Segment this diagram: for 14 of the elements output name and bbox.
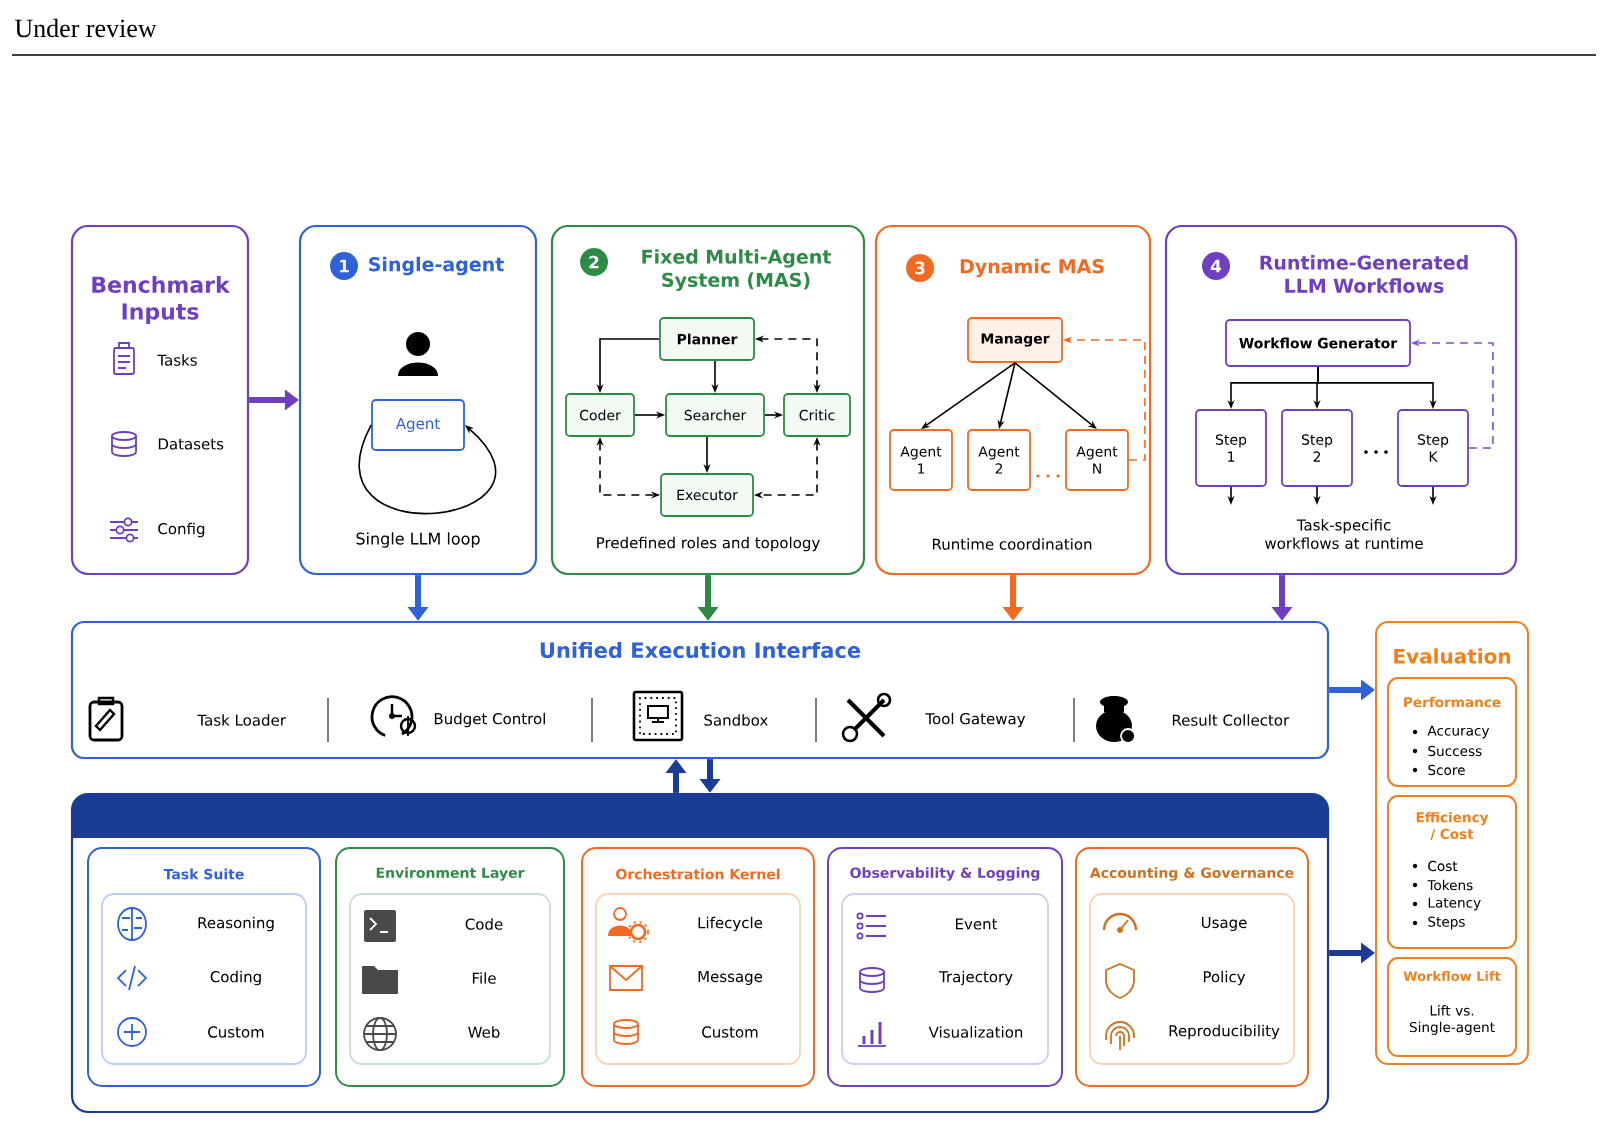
panel-title: Unified Execution Interface [540,641,861,659]
panel-title: Single-agent [369,256,504,276]
header-text: Under review [14,18,157,38]
panel-title: Benchmark Inputs [92,275,231,325]
loop-arrow [359,424,497,514]
panel-description: Single LLM loop [356,532,480,548]
number-badge: 1 [330,252,358,280]
panel-title: Runtime-Generated LLM Workflows [1260,255,1468,293]
number-badge: 2 [580,248,608,276]
panel-title: Dynamic MAS [960,258,1104,278]
number-badge: 4 [1202,252,1230,280]
panel-title: Evaluation [1394,648,1511,664]
panel-title: Fixed Multi-Agent System (MAS) [642,249,831,291]
number-badge: 3 [906,254,934,282]
